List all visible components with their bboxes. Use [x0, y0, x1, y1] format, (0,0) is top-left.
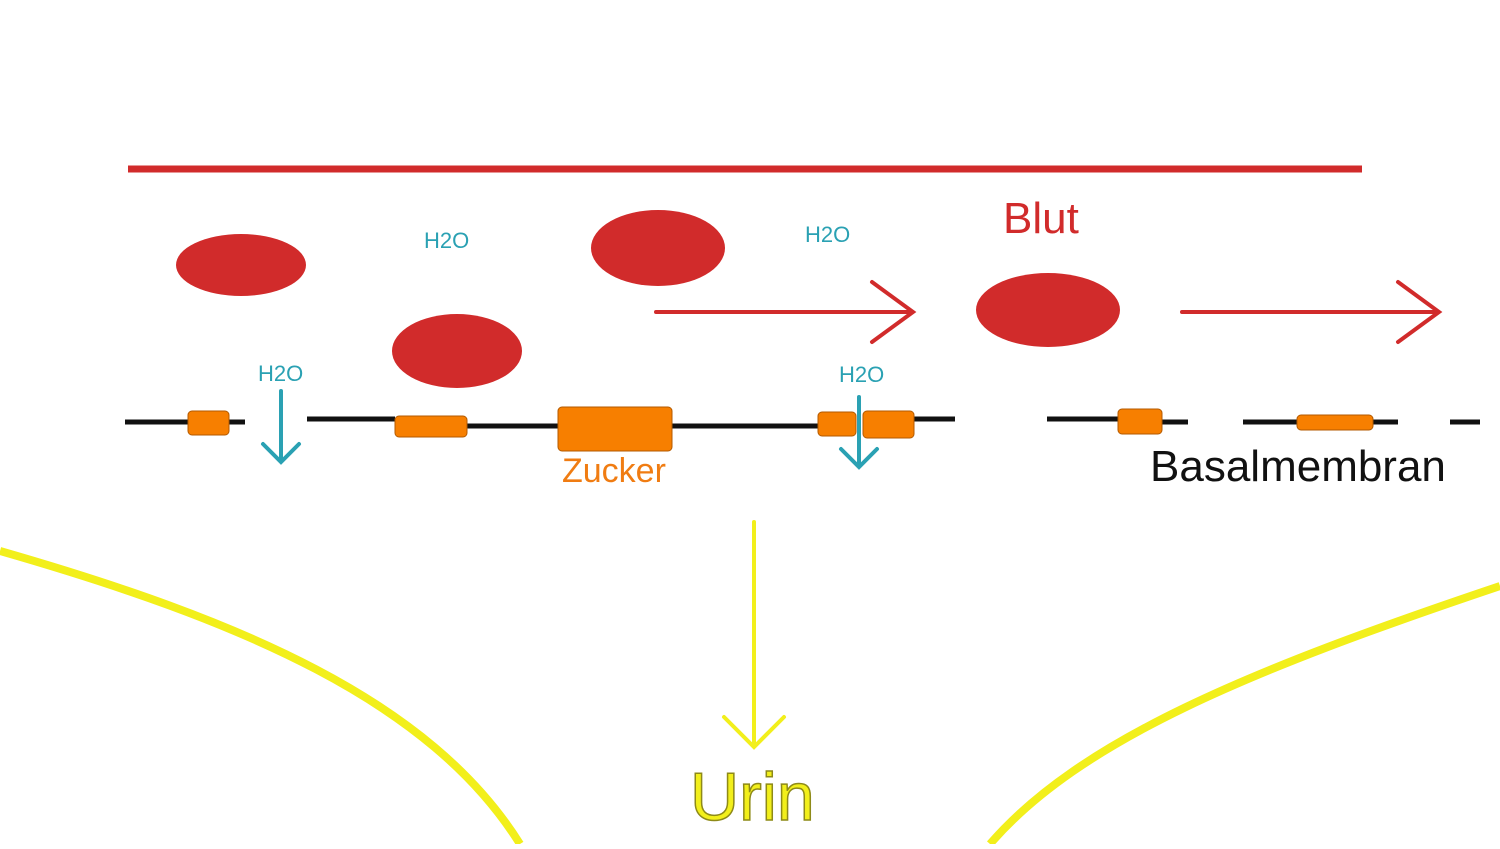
flow-arrow-icon	[1180, 280, 1443, 344]
sugar-block	[557, 406, 673, 452]
capsule-curve-left	[0, 547, 524, 847]
blood-cell	[591, 210, 725, 286]
membrane-pores	[187, 406, 1374, 452]
capsule-curve-right	[986, 582, 1500, 847]
water-label: H2O	[805, 222, 851, 247]
water-label: H2O	[424, 228, 470, 253]
pore-block	[817, 411, 857, 437]
membrane-label: Basalmembran	[1150, 442, 1446, 491]
water-arrow-icon	[839, 395, 879, 470]
pore-block	[187, 410, 230, 436]
urine-arrow-icon	[722, 520, 786, 750]
urine-label: Urin	[689, 758, 815, 836]
blood-cell	[976, 273, 1120, 347]
sugar-label: Zucker	[562, 452, 666, 490]
water-label: H2O	[839, 362, 885, 387]
blood-label: Blut	[1003, 194, 1079, 243]
pore-block	[394, 415, 468, 438]
pore-block	[862, 410, 915, 439]
pore-block	[1117, 408, 1163, 435]
water-arrow-icon	[261, 389, 301, 465]
basement-membrane	[125, 416, 1480, 429]
blood-cell	[176, 234, 306, 296]
flow-arrow-icon	[654, 280, 917, 344]
pore-block	[1296, 414, 1374, 431]
blood-cell	[392, 314, 522, 388]
water-label: H2O	[258, 361, 304, 386]
